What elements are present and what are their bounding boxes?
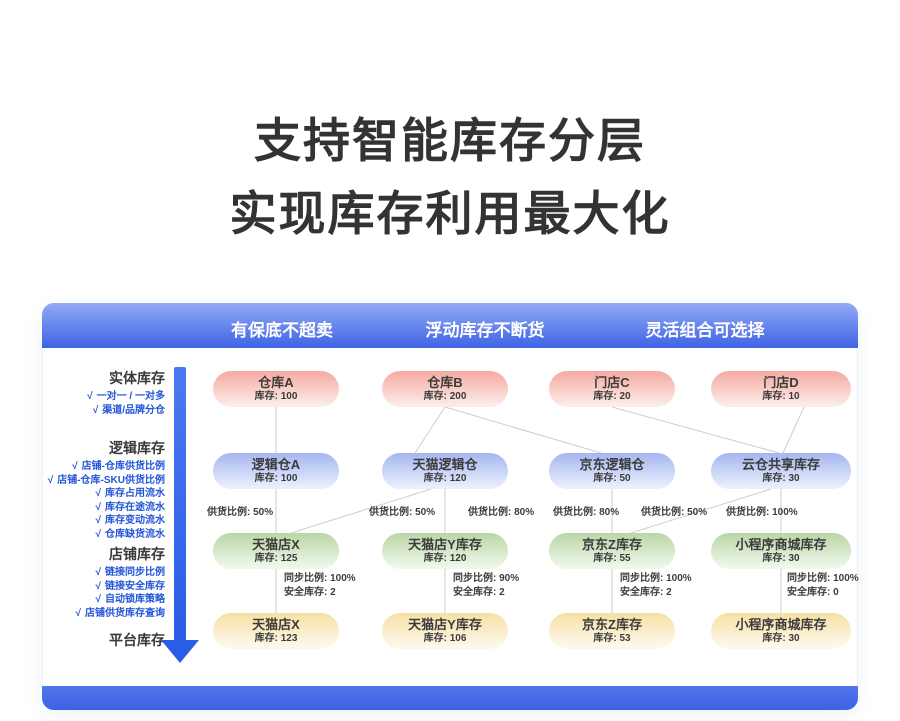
check-icon: √ xyxy=(72,461,78,472)
node-jd-shop-z: 京东Z库存 库存: 55 xyxy=(549,533,675,569)
sidebar-title-shop: 店铺库存 xyxy=(109,546,165,562)
check-icon: √ xyxy=(95,515,102,526)
sync-ratio-label: 同步比例: 90% 安全库存: 2 xyxy=(453,573,520,598)
check-icon: √ xyxy=(95,567,102,578)
sync-ratio-label: 同步比例: 100% 安全库存: 0 xyxy=(787,573,859,598)
node-logical-a: 逻辑仓A 库存: 100 xyxy=(213,453,339,489)
sidebar-section-shop: 店铺库存 √链接同步比例 √链接安全库存 √自动锁库策略 √店铺供货库存查询 xyxy=(41,545,166,620)
sidebar-item-auto-lock: √自动锁库策略 xyxy=(95,594,166,605)
sidebar-item-occupy-flow: √库存占用流水 xyxy=(95,488,166,499)
node-store-c: 门店C 库存: 20 xyxy=(549,371,675,407)
sidebar-title-logical: 逻辑库存 xyxy=(109,440,165,456)
node-tmall-logical: 天猫逻辑仓 库存: 120 xyxy=(382,453,508,489)
banner-item-floating-stock: 浮动库存不断货 xyxy=(425,321,545,340)
sidebar-title-physical: 实体库存 xyxy=(109,370,165,386)
page-title-line1: 支持智能库存分层 xyxy=(254,114,646,167)
sync-ratio-label: 同步比例: 100% 安全库存: 2 xyxy=(284,573,356,598)
banner-item-no-oversell: 有保底不超卖 xyxy=(231,321,333,340)
supply-ratio-label: 供货比例: 80% xyxy=(553,507,620,518)
check-icon: √ xyxy=(75,607,82,619)
card-footer-bar xyxy=(42,686,858,710)
sidebar-item-shop-supply-query: √店铺供货库存查询 xyxy=(75,607,166,619)
page-title: 支持智能库存分层 实现库存利用最大化 xyxy=(0,104,900,250)
supply-ratio-label: 供货比例: 50% xyxy=(641,507,708,518)
sidebar-item-one-to-many: √一对一 / 一对多 xyxy=(87,391,165,402)
node-warehouse-b: 仓库B 库存: 200 xyxy=(382,371,508,407)
page-title-line2: 实现库存利用最大化 xyxy=(229,187,671,240)
node-miniapp-shop: 小程序商城库存 库存: 30 xyxy=(711,533,851,569)
supply-ratio-label: 供货比例: 50% xyxy=(207,507,274,518)
node-platform-jd-z: 京东Z库存 库存: 53 xyxy=(549,613,675,649)
banner-item-flexible-combo: 灵活组合可选择 xyxy=(645,321,765,340)
node-platform-tmall-x: 天猫店X 库存: 123 xyxy=(213,613,339,649)
edge-store-c-to-cloud-share xyxy=(611,406,780,454)
node-jd-logical: 京东逻辑仓 库存: 50 xyxy=(549,453,675,489)
sidebar-section-platform: 平台库存 xyxy=(41,631,165,652)
check-icon: √ xyxy=(95,580,102,592)
supply-ratio-label: 供货比例: 80% xyxy=(468,507,535,518)
node-cloud-share: 云仓共享库存 库存: 30 xyxy=(711,453,851,489)
sidebar-section-physical: 实体库存 √一对一 / 一对多 √渠道/品牌分仓 xyxy=(41,369,165,417)
flow-arrow-bar xyxy=(174,367,186,641)
supply-ratio-label: 供货比例: 50% xyxy=(369,507,436,518)
sidebar-item-change-flow: √库存变动流水 xyxy=(95,515,166,526)
check-icon: √ xyxy=(95,528,102,540)
node-tmall-shop-x: 天猫店X 库存: 125 xyxy=(213,533,339,569)
sidebar-section-logical: 逻辑库存 √店铺-仓库供货比例 √店铺-仓库-SKU供货比例 √库存占用流水 √… xyxy=(41,439,165,541)
check-icon: √ xyxy=(87,391,93,402)
edge-store-d-to-cloud-share xyxy=(782,406,805,454)
sidebar-item-sku-supply-ratio: √店铺-仓库-SKU供货比例 xyxy=(47,474,165,486)
sidebar-item-supply-ratio: √店铺-仓库供货比例 xyxy=(72,461,165,472)
sidebar-item-channel-brand: √渠道/品牌分仓 xyxy=(92,404,165,416)
node-warehouse-a: 仓库A 库存: 100 xyxy=(213,371,339,407)
sidebar-item-link-safety-stock: √链接安全库存 xyxy=(95,580,166,592)
sidebar-item-link-sync-ratio: √链接同步比例 xyxy=(95,567,166,578)
check-icon: √ xyxy=(95,594,102,605)
edge-warehouse-b-to-tmall-logical xyxy=(414,406,446,454)
check-icon: √ xyxy=(95,501,102,513)
supply-ratio-label: 供货比例: 100% xyxy=(726,507,798,518)
sidebar-item-transit-flow: √库存在途流水 xyxy=(95,501,166,513)
check-icon: √ xyxy=(92,404,99,416)
node-platform-miniapp: 小程序商城库存 库存: 30 xyxy=(711,613,851,649)
inventory-diagram-card: 有保底不超卖 浮动库存不断货 灵活组合可选择 实体库存 √一对一 / 一对多 √… xyxy=(41,303,859,710)
node-store-d: 门店D 库存: 10 xyxy=(711,371,851,407)
node-tmall-shop-y: 天猫店Y库存 库存: 120 xyxy=(382,533,508,569)
edge-warehouse-b-to-jd-logical xyxy=(444,406,602,454)
card-header-banner: 有保底不超卖 浮动库存不断货 灵活组合可选择 xyxy=(42,303,858,348)
sidebar-item-shortage-flow: √仓库缺货流水 xyxy=(95,528,166,540)
check-icon: √ xyxy=(47,474,54,486)
flow-arrow-down-icon xyxy=(161,640,199,663)
check-icon: √ xyxy=(95,488,102,499)
sync-ratio-label: 同步比例: 100% 安全库存: 2 xyxy=(620,573,692,598)
node-platform-tmall-y: 天猫店Y库存 库存: 106 xyxy=(382,613,508,649)
sidebar-title-platform: 平台库存 xyxy=(109,632,165,648)
